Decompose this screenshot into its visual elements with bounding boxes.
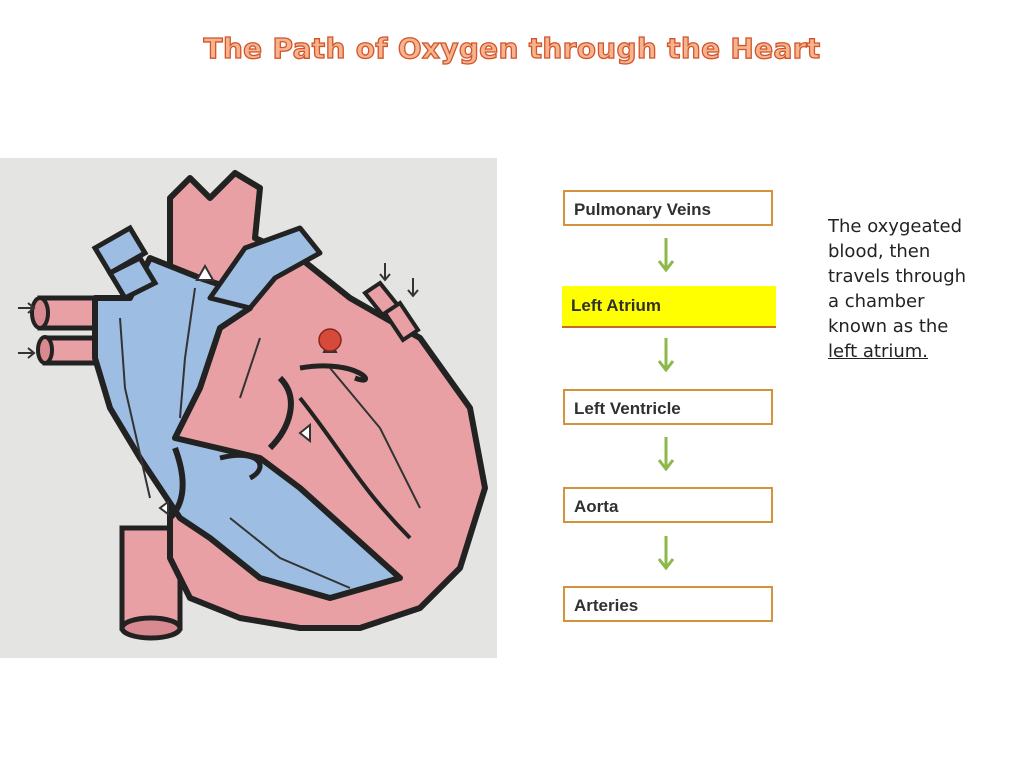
step-label: Aorta bbox=[574, 497, 619, 516]
down-arrow-icon bbox=[658, 536, 674, 570]
step-label: Left Atrium bbox=[571, 296, 662, 315]
description-line: travels through bbox=[828, 266, 967, 287]
slide-title: The Path of Oxygen through the Heart bbox=[203, 31, 821, 65]
step-arteries: Arteries bbox=[563, 586, 773, 622]
description-line: a chamber bbox=[828, 291, 925, 312]
step-pulmonary-veins: Pulmonary Veins bbox=[563, 190, 773, 226]
step-aorta: Aorta bbox=[563, 487, 773, 523]
heart-diagram-image bbox=[0, 158, 497, 658]
down-arrow-icon bbox=[658, 437, 674, 471]
step-label: Pulmonary Veins bbox=[574, 200, 711, 219]
down-arrow-icon bbox=[658, 238, 674, 272]
description-line: blood, then bbox=[828, 241, 931, 262]
step-left-atrium: Left Atrium bbox=[562, 286, 776, 326]
down-arrow-icon bbox=[658, 338, 674, 372]
description-text: The oxygeated blood, then travels throug… bbox=[828, 214, 1008, 364]
left-atrium-marker bbox=[318, 328, 342, 352]
step-left-ventricle: Left Ventricle bbox=[563, 389, 773, 425]
description-emphasis: left atrium. bbox=[828, 341, 929, 362]
description-line: The oxygeated bbox=[828, 216, 963, 237]
step-label: Arteries bbox=[574, 596, 639, 615]
step-label: Left Ventricle bbox=[574, 399, 681, 418]
description-line: known as the bbox=[828, 316, 949, 337]
